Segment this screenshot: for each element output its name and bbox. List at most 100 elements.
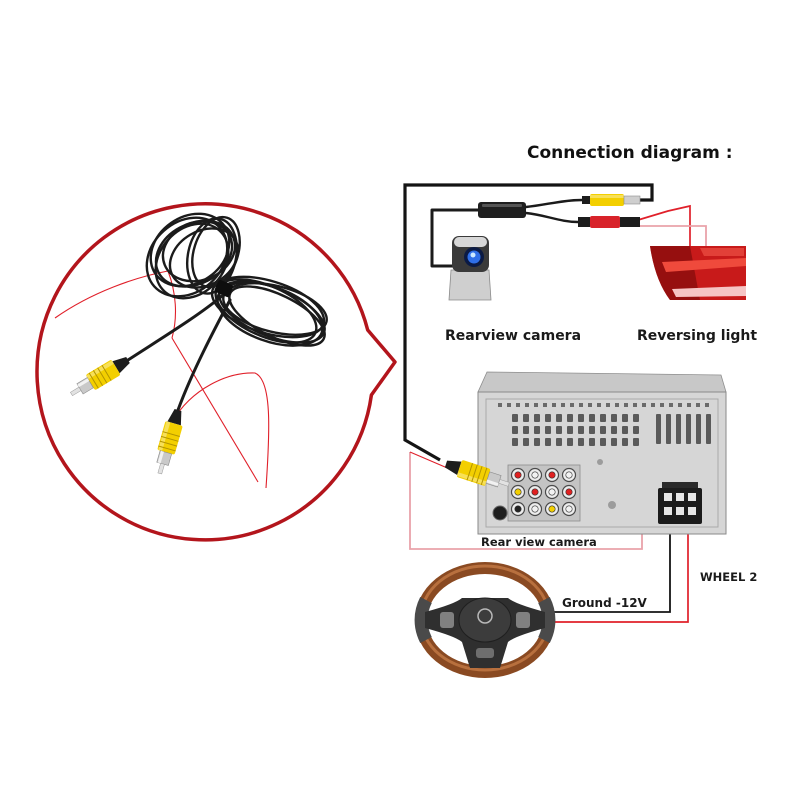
- label-ground: Ground -12V: [562, 596, 648, 610]
- vent-hole: [660, 403, 664, 407]
- rca-jack-core: [565, 471, 573, 479]
- harness-bracket: [662, 482, 698, 489]
- harness-pin: [688, 493, 696, 501]
- vent-slot: [567, 426, 573, 434]
- vent-slot: [600, 426, 606, 434]
- cable-loop: [191, 215, 241, 289]
- vent-slot: [534, 438, 540, 446]
- power-branch: [524, 211, 580, 224]
- label-rearview-camera: Rearview camera: [445, 328, 581, 344]
- rca-jack-core: [514, 471, 522, 479]
- vent-slot: [556, 426, 562, 434]
- screw: [608, 501, 616, 509]
- vent-hole: [633, 403, 637, 407]
- power-connector-red: [578, 216, 640, 228]
- rca-jack-core: [531, 505, 539, 513]
- rca-jack-core: [514, 505, 522, 513]
- reverse-power-wire: [637, 204, 691, 248]
- ground-wire: [552, 524, 671, 613]
- rca-jack-core: [565, 505, 573, 513]
- vent-hole: [543, 403, 547, 407]
- rca-jack-core: [565, 488, 573, 496]
- rca-jack-array: [510, 467, 577, 517]
- wheel-control-wire: [548, 524, 689, 623]
- vent-slot: [556, 438, 562, 446]
- vent-hole: [516, 403, 520, 407]
- vent-slot: [578, 414, 584, 422]
- vent-slot: [622, 438, 628, 446]
- vent-slot: [686, 414, 691, 444]
- vent-slot: [534, 414, 540, 422]
- vent-slot: [696, 414, 701, 444]
- vent-hole: [498, 403, 502, 407]
- vent-hole: [687, 403, 691, 407]
- rca-jack-core: [548, 471, 556, 479]
- rca-socket-yellow: [582, 194, 641, 206]
- vent-slot: [523, 438, 529, 446]
- vent-hole: [561, 403, 565, 407]
- vent-slot: [706, 414, 711, 444]
- vent-slot: [578, 426, 584, 434]
- reverse-trigger-wire: [640, 225, 707, 248]
- rca-jack-core: [531, 471, 539, 479]
- steering-wheel-icon: [414, 562, 556, 678]
- vent-hole: [534, 403, 538, 407]
- harness-pin: [676, 507, 684, 515]
- vent-slot: [656, 414, 661, 444]
- vent-hole: [606, 403, 610, 407]
- wheel-grip-right: [538, 597, 556, 643]
- vent-slot: [611, 426, 617, 434]
- vent-slot: [512, 438, 518, 446]
- reversing-light-icon: [650, 246, 746, 300]
- vent-slot: [545, 426, 551, 434]
- wheel-button-left: [440, 612, 454, 628]
- vent-hole: [615, 403, 619, 407]
- vent-slot: [633, 426, 639, 434]
- vent-grille: [498, 403, 711, 446]
- vent-slot: [523, 426, 529, 434]
- label-wheel: WHEEL 2: [700, 570, 757, 584]
- trigger-wire-diagonal: [171, 337, 259, 483]
- head-unit-illustration: [477, 371, 727, 535]
- vent-slot: [666, 414, 671, 444]
- vent-slot: [622, 426, 628, 434]
- vent-hole: [525, 403, 529, 407]
- rca-jack-core: [514, 488, 522, 496]
- vent-slot: [589, 414, 595, 422]
- trigger-wire-plug: [409, 451, 453, 471]
- harness-pin: [664, 507, 672, 515]
- vent-slot: [545, 438, 551, 446]
- label-rear-view-camera-input: Rear view camera: [481, 535, 597, 549]
- vent-hole: [597, 403, 601, 407]
- head-unit-panel: [485, 398, 719, 528]
- vent-slot: [556, 414, 562, 422]
- vent-hole: [579, 403, 583, 407]
- vent-slot: [523, 414, 529, 422]
- vent-slot: [622, 414, 628, 422]
- trigger-wire-right: [171, 372, 270, 489]
- vent-hole: [642, 403, 646, 407]
- harness-pin: [676, 493, 684, 501]
- din-jack: [492, 505, 508, 521]
- head-unit-top: [477, 371, 727, 393]
- video-branch: [524, 198, 584, 209]
- vent-slot: [600, 438, 606, 446]
- vent-hole: [588, 403, 592, 407]
- wheel-button-bottom: [476, 648, 494, 658]
- vent-slot: [633, 438, 639, 446]
- wheel-button-right: [516, 612, 530, 628]
- vent-slot: [589, 426, 595, 434]
- trigger-wire-left: [54, 270, 176, 339]
- screw: [597, 459, 603, 465]
- cable-lead-right: [176, 298, 232, 412]
- rca-video-cable: [54, 212, 328, 489]
- vent-hole: [651, 403, 655, 407]
- vent-hole: [570, 403, 574, 407]
- harness-pins: [664, 493, 696, 515]
- vent-hole: [705, 403, 709, 407]
- rearview-camera-icon: [448, 236, 492, 301]
- vent-slot: [578, 438, 584, 446]
- vent-hole: [696, 403, 700, 407]
- vent-slot: [589, 438, 595, 446]
